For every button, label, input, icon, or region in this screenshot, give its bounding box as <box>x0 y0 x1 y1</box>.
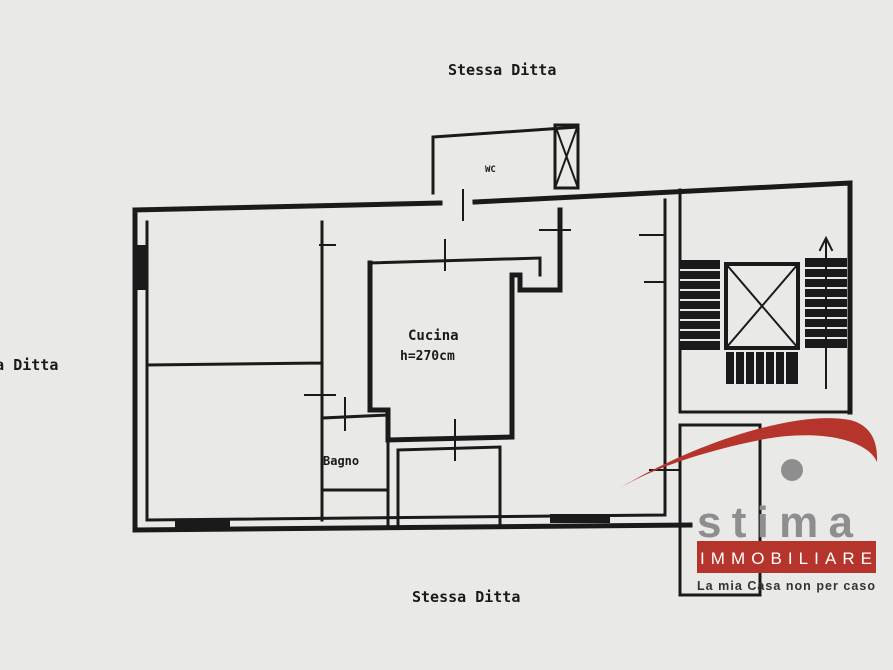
neighbor-label-left: Stessa Ditta <box>0 356 58 374</box>
neighbor-label-bottom: Stessa Ditta <box>412 588 520 606</box>
stima-logo: stima IMMOBILIARE La mia Casa non per ca… <box>620 418 878 593</box>
room-label-wc: WC <box>485 165 496 175</box>
room-label-kitchen: Cucina <box>408 328 459 344</box>
logo-tagline: La mia Casa non per caso <box>697 579 875 593</box>
kitchen-height-label: h=270cm <box>400 349 455 364</box>
logo-swoosh <box>620 418 878 488</box>
walls <box>132 123 853 597</box>
logo-banner <box>697 541 876 573</box>
neighbor-label-top: Stessa Ditta <box>448 61 556 79</box>
room-label-bathroom: Bagno <box>323 454 359 468</box>
logo-dot <box>781 459 803 481</box>
logo-brand: stima <box>697 498 877 547</box>
